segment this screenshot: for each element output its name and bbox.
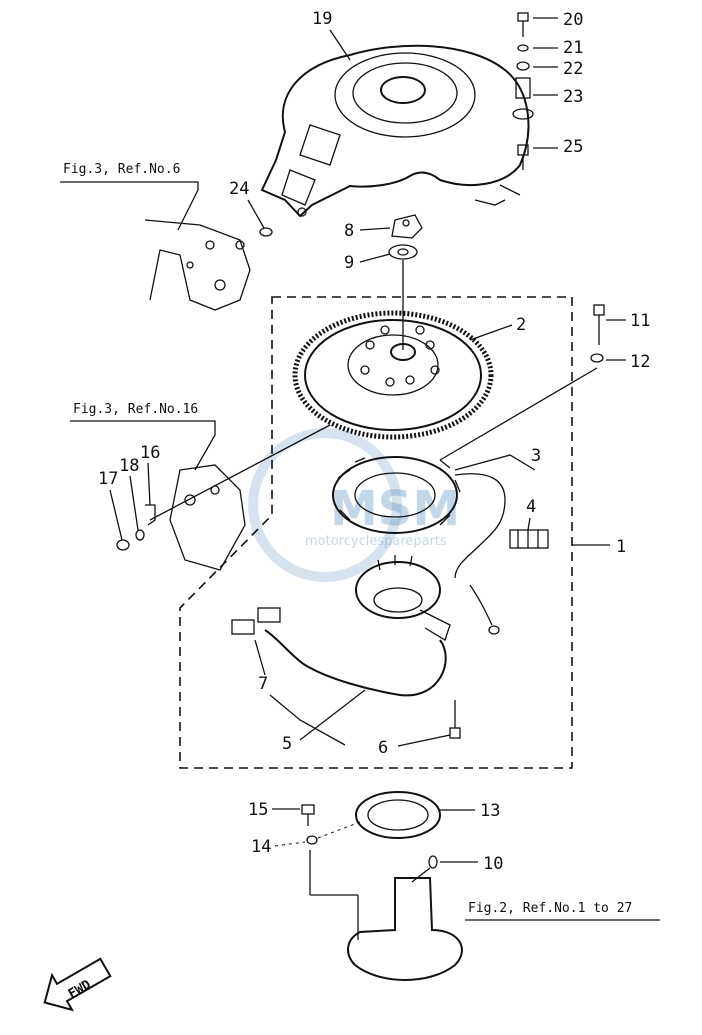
leader-14b — [317, 821, 361, 839]
ground-wire — [469, 584, 493, 626]
ground-terminal — [488, 625, 500, 635]
leader-7 — [254, 639, 266, 676]
ref-fig2-no1-27: Fig.2, Ref.No.1 to 27 — [468, 901, 632, 916]
callout-9: 9 — [344, 253, 354, 273]
stator-wire — [454, 473, 506, 579]
washer-18 — [135, 529, 145, 541]
bolt-20 — [517, 12, 529, 37]
leader-4 — [527, 517, 531, 531]
leader-5 — [299, 689, 366, 741]
callout-11: 11 — [630, 311, 650, 331]
leader-6 — [397, 734, 451, 747]
callout-25: 25 — [563, 137, 583, 157]
leader-7b — [269, 694, 346, 746]
callout-14: 14 — [251, 837, 271, 857]
callout-24: 24 — [229, 179, 249, 199]
callout-2: 2 — [516, 315, 526, 335]
leader-19 — [329, 29, 351, 61]
leader-18 — [129, 475, 139, 531]
callout-22: 22 — [563, 59, 583, 79]
callout-23: 23 — [563, 87, 583, 107]
callout-4: 4 — [526, 497, 536, 517]
watermark-logo-text: MSM — [330, 481, 460, 537]
leader-16 — [147, 462, 151, 506]
bracket-fig3-ref16 — [169, 464, 246, 571]
watermark: MSM motorcyclespareparts — [248, 428, 460, 582]
callout-13: 13 — [480, 801, 500, 821]
callout-17: 17 — [98, 469, 118, 489]
leader-14 — [274, 841, 306, 847]
bolt-11 — [593, 304, 605, 345]
leader-24 — [247, 199, 265, 229]
callout-18: 18 — [119, 456, 139, 476]
callout-20: 20 — [563, 10, 583, 30]
callout-12: 12 — [630, 352, 650, 372]
leader-17 — [109, 489, 123, 541]
oring-10 — [428, 855, 438, 869]
callout-19: 19 — [312, 9, 332, 29]
screw-17 — [116, 539, 130, 551]
callout-21: 21 — [563, 38, 583, 58]
leader-12-to-coil — [439, 367, 598, 461]
watermark-sub-text: motorcyclespareparts — [305, 534, 447, 549]
callout-8: 8 — [344, 221, 354, 241]
ref-fig3-no16: Fig.3, Ref.No.16 — [73, 402, 198, 417]
ref-fig3-no6: Fig.3, Ref.No.6 — [63, 162, 180, 177]
callout-16: 16 — [140, 443, 160, 463]
nut-8 — [391, 214, 423, 239]
screw-6 — [449, 700, 461, 739]
grommet-23 — [512, 77, 534, 120]
callout-7: 7 — [258, 674, 268, 694]
connector-4 — [509, 529, 549, 549]
assembly-1-boundary — [179, 296, 573, 769]
fwd-arrow-icon — [43, 957, 112, 1012]
leader-ref16 — [149, 424, 331, 521]
leader-10b — [411, 867, 431, 883]
leader-9 — [359, 253, 391, 263]
flywheel-cover — [260, 44, 530, 218]
clip-16 — [145, 504, 156, 526]
leader-3 — [454, 454, 536, 471]
callout-5: 5 — [282, 734, 292, 754]
screw-15 — [301, 804, 315, 826]
callout-10: 10 — [483, 854, 503, 874]
washer-22 — [516, 61, 530, 71]
leader-ref6 — [60, 181, 199, 231]
washer-14 — [306, 835, 318, 845]
washer-21 — [517, 44, 529, 52]
screw-24 — [259, 227, 273, 237]
washer-12 — [590, 353, 604, 363]
pulser-coil-5 — [355, 555, 451, 641]
crankcase-fig2 — [309, 850, 463, 981]
stator-coil-3 — [332, 456, 461, 534]
leader-ref16-label — [70, 420, 216, 471]
leader-2 — [469, 324, 513, 341]
flywheel-2 — [292, 310, 494, 440]
leader-8 — [359, 227, 391, 231]
harness-7 — [264, 629, 447, 697]
callout-15: 15 — [248, 800, 268, 820]
seal-13 — [355, 791, 441, 839]
callout-6: 6 — [378, 738, 388, 758]
bolt-25 — [517, 144, 529, 170]
harness-connectors — [231, 607, 281, 635]
callout-3: 3 — [531, 446, 541, 466]
bracket-fig3-ref6 — [144, 219, 251, 311]
washer-9 — [388, 244, 418, 260]
callout-1: 1 — [616, 537, 626, 557]
